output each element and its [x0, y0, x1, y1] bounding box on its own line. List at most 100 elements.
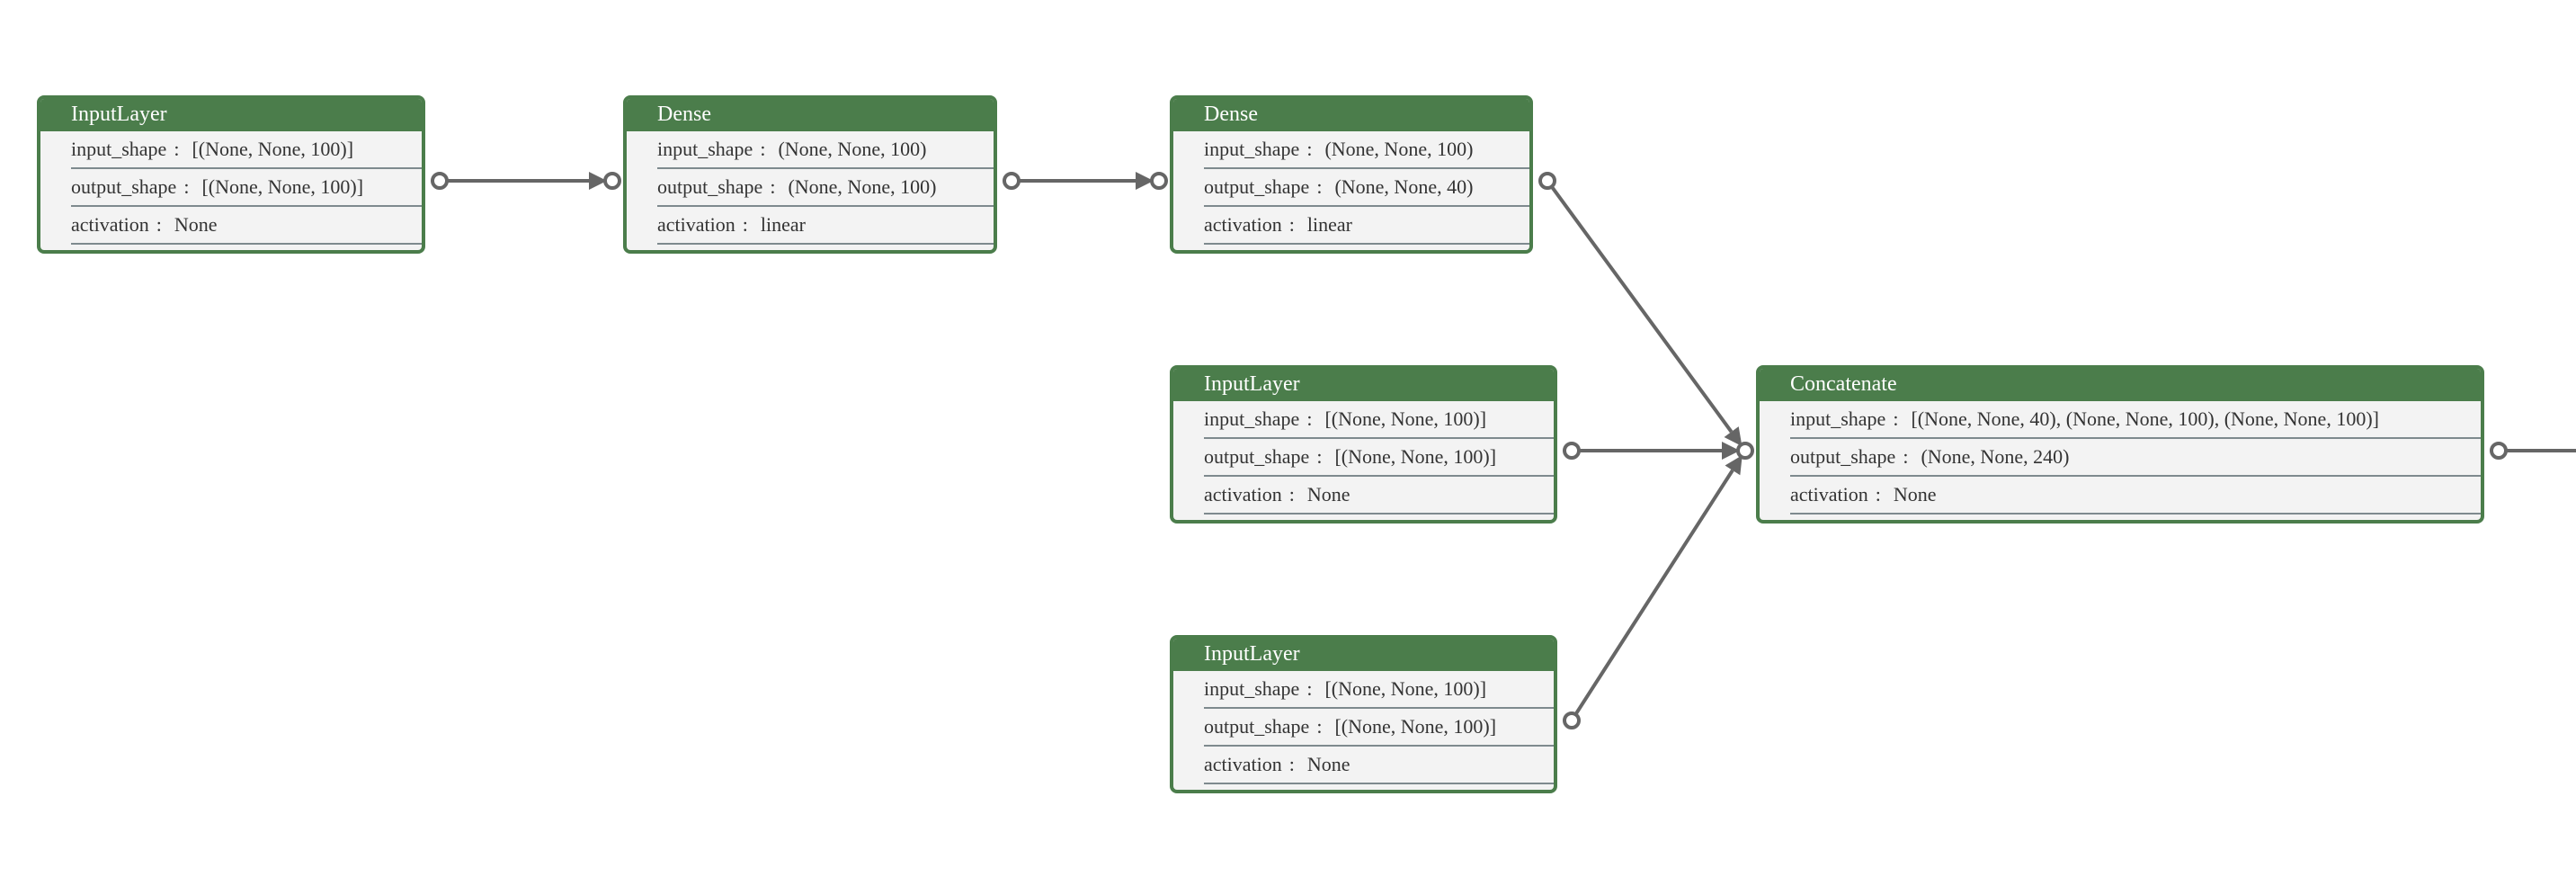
attr-separator: :: [1306, 677, 1313, 700]
output-port-icon: [1563, 442, 1581, 460]
attr-separator: :: [1288, 753, 1295, 775]
attr-separator: :: [1903, 445, 1909, 468]
attr-value: linear: [1306, 213, 1352, 236]
attr-key: output_shape: [1790, 445, 1896, 468]
node-title: Dense: [627, 99, 994, 131]
attr-value: [(None, None, 100)]: [192, 138, 354, 160]
attr-value: (None, None, 40): [1334, 175, 1474, 198]
attr-separator: :: [1288, 483, 1295, 506]
arrowhead-icon: [1722, 442, 1740, 460]
attr-key: activation: [657, 213, 735, 236]
attr-value: [(None, None, 100)]: [1334, 715, 1497, 738]
node-attr-activation: activation: None: [1204, 477, 1554, 515]
node-title: Dense: [1173, 99, 1529, 131]
output-port-icon: [1538, 172, 1556, 190]
node-attr-activation: activation: linear: [1204, 207, 1529, 245]
attr-value: [(None, None, 100)]: [1324, 407, 1487, 430]
attr-value: [(None, None, 100)]: [1334, 445, 1497, 468]
attr-key: input_shape: [657, 138, 753, 160]
attr-key: input_shape: [1790, 407, 1886, 430]
attr-separator: :: [1316, 445, 1323, 468]
attr-value: (None, None, 100): [1324, 138, 1474, 160]
attr-value: [(None, None, 100)]: [1324, 677, 1487, 700]
attr-value: (None, None, 100): [788, 175, 937, 198]
node-attr-activation: activation: None: [71, 207, 422, 245]
input-port-icon: [603, 172, 621, 190]
attr-separator: :: [760, 138, 766, 160]
attr-separator: :: [770, 175, 776, 198]
attr-separator: :: [1316, 715, 1323, 738]
attr-key: activation: [1790, 483, 1868, 506]
attr-separator: :: [1875, 483, 1881, 506]
arrowhead-icon: [589, 172, 607, 190]
node-attr-input-shape: input_shape: [(None, None, 40), (None, No…: [1790, 401, 2481, 439]
attr-key: output_shape: [657, 175, 763, 198]
edge-line: [1573, 469, 1734, 716]
node-attr-input-shape: input_shape: (None, None, 100): [657, 131, 994, 169]
attr-separator: :: [1316, 175, 1323, 198]
attr-key: input_shape: [1204, 407, 1300, 430]
node-attr-input-shape: input_shape: (None, None, 100): [1204, 131, 1529, 169]
attr-key: input_shape: [1204, 138, 1300, 160]
arrowhead-icon: [1136, 172, 1154, 190]
node-attr-output-shape: output_shape: [(None, None, 100)]: [1204, 709, 1554, 747]
attr-key: activation: [1204, 213, 1282, 236]
node-attr-input-shape: input_shape: [(None, None, 100)]: [1204, 671, 1554, 709]
attr-value: [(None, None, 100)]: [201, 175, 364, 198]
attr-value: None: [174, 213, 218, 236]
input-port-icon: [1150, 172, 1168, 190]
attr-separator: :: [183, 175, 190, 198]
node-attr-activation: activation: None: [1790, 477, 2481, 515]
node-attr-output-shape: output_shape: [(None, None, 100)]: [71, 169, 422, 207]
attr-separator: :: [1306, 407, 1313, 430]
attr-value: None: [1306, 753, 1350, 775]
output-port-icon: [2490, 442, 2508, 460]
attr-separator: :: [1306, 138, 1313, 160]
node-attr-activation: activation: None: [1204, 747, 1554, 784]
node-attr-output-shape: output_shape:[(None, None, 100)]: [1204, 439, 1554, 477]
output-port-icon: [1003, 172, 1021, 190]
node-attr-input-shape: input_shape: [(None, None, 100)]: [1204, 401, 1554, 439]
node-title: InputLayer: [40, 99, 422, 131]
node-attr-output-shape: output_shape: (None, None, 240): [1790, 439, 2481, 477]
attr-value: None: [1893, 483, 1937, 506]
attr-key: input_shape: [1204, 677, 1300, 700]
node-title: InputLayer: [1173, 639, 1554, 671]
arrowhead-icon: [1724, 426, 1743, 447]
attr-key: input_shape: [71, 138, 167, 160]
attr-value: (None, None, 100): [778, 138, 927, 160]
edge-line: [1550, 185, 1734, 434]
attr-key: activation: [1204, 753, 1282, 775]
input-port-icon: [1736, 442, 1754, 460]
attr-value: (None, None, 240): [1921, 445, 2070, 468]
attr-key: activation: [1204, 483, 1282, 506]
attr-value: linear: [760, 213, 806, 236]
node-attr-activation: activation: linear: [657, 207, 994, 245]
attr-key: output_shape: [71, 175, 177, 198]
node-attr-output-shape: output_shape: (None, None, 100): [657, 169, 994, 207]
attr-value: [(None, None, 40), (None, None, 100), (N…: [1911, 407, 2379, 430]
output-port-icon: [1563, 711, 1581, 729]
node-title: Concatenate: [1760, 369, 2481, 401]
attr-key: activation: [71, 213, 149, 236]
attr-separator: :: [156, 213, 162, 236]
attr-value: None: [1306, 483, 1350, 506]
arrowhead-icon: [1725, 455, 1743, 476]
node-attr-input-shape: input_shape: [(None, None, 100)]: [71, 131, 422, 169]
attr-key: output_shape: [1204, 175, 1310, 198]
attr-separator: :: [1893, 407, 1899, 430]
attr-separator: :: [174, 138, 180, 160]
node-attr-output-shape: output_shape: (None, None, 40): [1204, 169, 1529, 207]
attr-separator: :: [1288, 213, 1295, 236]
attr-key: output_shape: [1204, 715, 1310, 738]
output-port-icon: [431, 172, 449, 190]
attr-separator: :: [742, 213, 748, 236]
node-title: InputLayer: [1173, 369, 1554, 401]
